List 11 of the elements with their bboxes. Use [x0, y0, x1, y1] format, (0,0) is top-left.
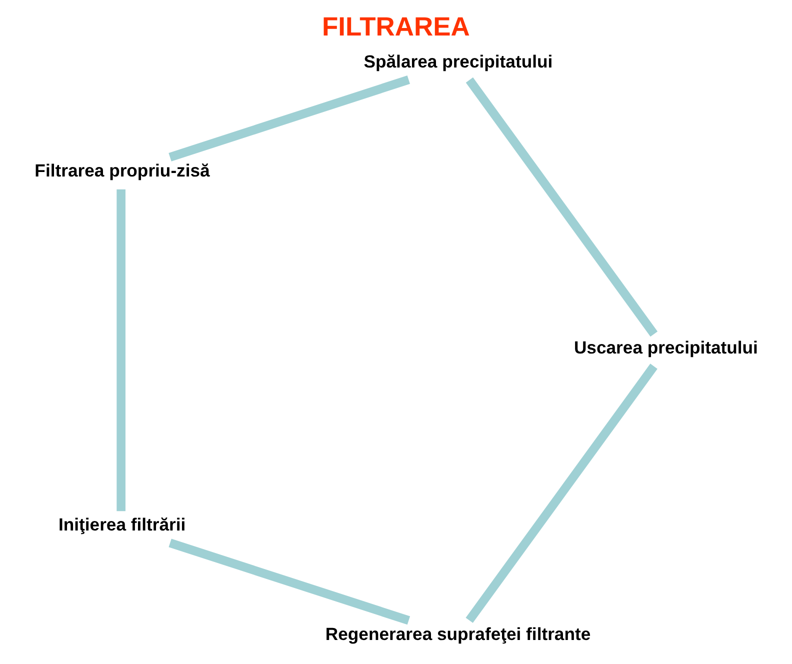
connector	[116, 189, 126, 512]
node-text: Regenerarea suprafeţei filtrante	[325, 624, 591, 644]
connector	[168, 76, 410, 162]
diagram-title: FILTRAREA	[322, 12, 470, 42]
node-text: Filtrarea propriu-zisă	[34, 160, 210, 181]
connector	[466, 364, 658, 623]
node-text: Uscarea precipitatului	[574, 338, 758, 358]
connector	[168, 538, 410, 625]
connector	[466, 77, 658, 337]
node-text: Spălarea precipitatului	[364, 51, 553, 72]
node-text: Iniţierea filtrării	[58, 514, 186, 535]
